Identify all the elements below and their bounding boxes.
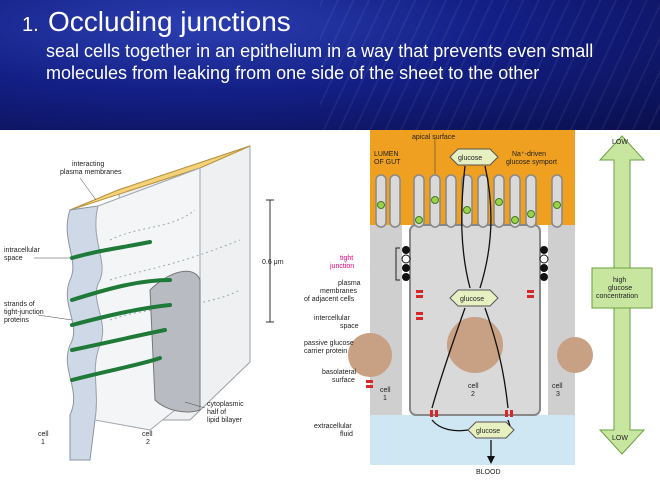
label-intercellular: intercellular [314,315,350,322]
label-space: space [4,255,23,262]
glucose-cell [449,289,499,307]
label-blood: BLOOD [476,469,501,476]
label-lipid-bilayer: lipid bilayer [207,417,243,424]
slide-title: Occluding junctions [48,6,291,37]
label-cell-2: cell [468,383,479,390]
label-junction: junction [329,263,354,270]
tight-junction-membrane-figure: interacting plasma membranes intracellul… [0,130,300,480]
cell-1 [370,225,402,415]
tight-junction-beads [401,246,549,281]
label-lumen: LUMEN [374,151,399,158]
label-fluid: fluid [340,431,353,438]
label-cell-1-number: 1 [41,439,45,446]
glucose-molecules [449,148,515,439]
label-cell-1-number: 1 [383,395,387,402]
strand-1 [70,240,152,260]
glucose-lumen [449,148,499,166]
cytoplasmic-half-bilayer [149,270,201,413]
label-strands-of: strands of [4,301,35,308]
label-interacting: interacting [72,161,104,168]
label-proteins: proteins [4,317,29,324]
label-low-bottom: LOW [612,435,628,442]
label-cell-1: cell [380,387,391,394]
label-half-of: half of [207,409,226,416]
nucleus-cell-1 [348,333,392,377]
extracellular-fluid-region [370,415,575,465]
label-surface: surface [332,377,355,384]
passive-carriers [366,290,534,417]
label-extracellular: extracellular [314,423,352,430]
label-cell-2: cell [142,431,153,438]
label-cell-1: cell [38,431,49,438]
strand-5 [70,356,162,382]
glucose-extracellular [467,421,515,439]
symport-proteins [377,196,561,224]
nucleus-cell-3 [557,337,593,373]
label-cytoplasmic: cytoplasmic [207,401,244,408]
label-glucose-symport: glucose symport [506,159,557,166]
label-intracellular: intracellular [4,247,40,254]
cell1-membrane [66,205,104,461]
label-cell-3-number: 3 [556,391,560,398]
label-tight-junction: tight-junction [4,309,44,316]
label-low-top: LOW [612,139,628,146]
label-concentration-glucose: glucose [608,285,632,292]
membrane-top-edge [69,145,251,211]
label-of-adjacent-cells: of adjacent cells [304,296,355,303]
cell-3 [548,225,575,415]
strand-trace-1 [109,209,196,241]
label-concentration: concentration [596,293,638,300]
label-glucose-cell: glucose [460,296,484,303]
label-plasma: plasma [338,280,361,287]
label-carrier-protein: carrier protein [304,348,347,355]
concentration-label-box [591,267,653,309]
label-tight: tight [340,255,353,262]
label-na-driven: Na⁺-driven [512,151,546,158]
title-number: 1. [22,14,39,36]
glucose-transport-figure: apical surface LUMEN OF GUT glucose Na⁺-… [300,130,660,480]
tight-junction-strands [70,240,172,382]
nucleus-cell-2 [447,317,503,373]
label-space: space [340,323,359,330]
label-passive-glucose: passive glucose [304,340,354,347]
label-scale: 0.6 μm [262,259,284,266]
label-apical-surface: apical surface [412,134,455,141]
label-glucose-extracellular: glucose [476,428,500,435]
transport-diagram: apical surface LUMEN OF GUT glucose Na⁺-… [304,130,653,476]
label-glucose-lumen: glucose [458,155,482,162]
transport-arrows [431,165,511,458]
label-of-gut: OF GUT [374,159,401,166]
label-cell-2-number: 2 [146,439,150,446]
label-cell-3: cell [552,383,563,390]
label-cell-2-number: 2 [471,391,475,398]
strand-4 [70,328,167,352]
label-membranes: membranes [320,288,357,295]
strand-trace-2 [109,239,241,281]
label-plasma-membranes: plasma membranes [60,169,122,176]
slide-header: 1. Occluding junctions seal cells togeth… [0,0,660,130]
label-basolateral: basolateral [322,369,357,376]
label-high: high [613,277,626,284]
slide-body-text: seal cells together in an epithelium in … [46,41,594,83]
membrane-diagram: interacting plasma membranes intracellul… [4,145,284,461]
strand-2 [70,278,172,302]
microvilli [375,174,563,228]
strand-3 [70,303,172,327]
header-decoration [320,0,660,130]
